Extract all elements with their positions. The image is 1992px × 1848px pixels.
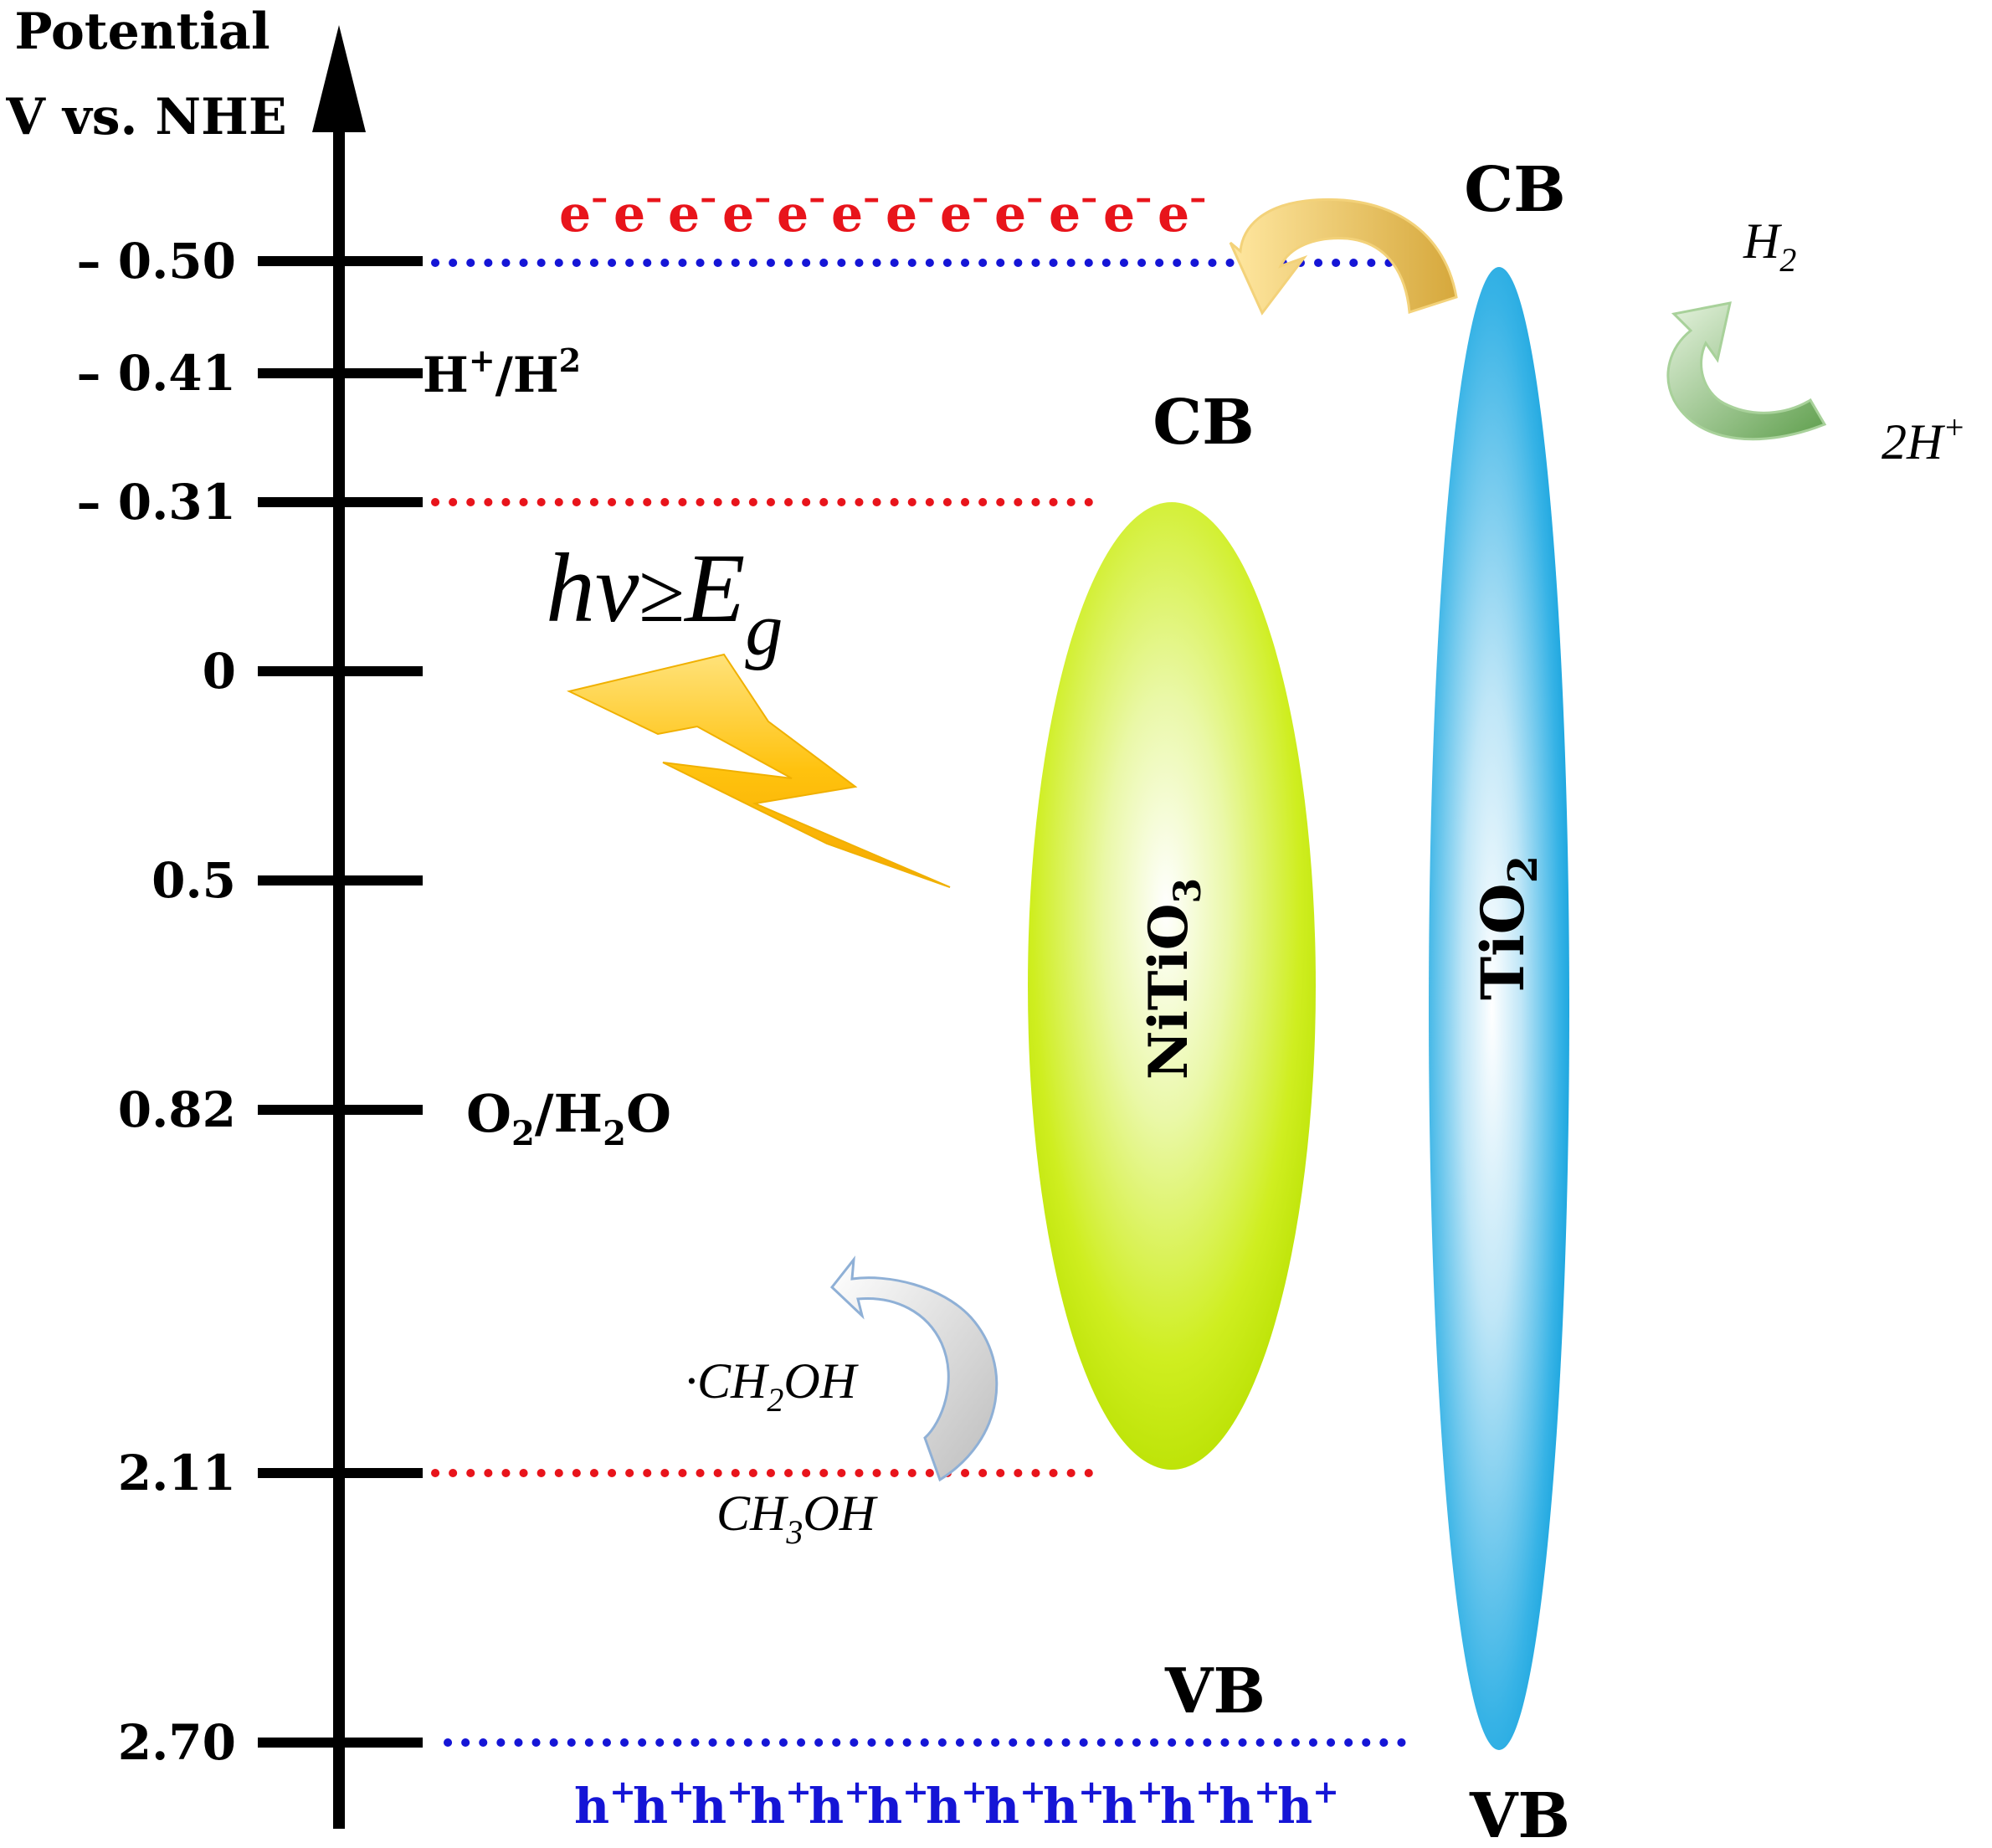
hole: h+ bbox=[984, 1773, 1046, 1835]
hole: h+ bbox=[633, 1773, 695, 1835]
tio2-band-ellipse bbox=[1429, 267, 1569, 1750]
hole: h+ bbox=[1101, 1773, 1163, 1835]
h-redox-label: H+/H2 bbox=[423, 341, 581, 403]
electron: e– bbox=[668, 178, 716, 244]
axis-tick-label: 2.70 bbox=[118, 1714, 236, 1771]
electron: e– bbox=[1158, 178, 1206, 244]
electron: e– bbox=[940, 178, 988, 244]
electron-row: e–e–e–e–e–e–e–e–e–e–e–e– bbox=[559, 178, 1206, 244]
ch2oh-product-label: ·CH2OH bbox=[685, 1353, 860, 1419]
lightning-bolt-icon bbox=[567, 653, 951, 888]
axis-arrowhead bbox=[312, 25, 366, 132]
nitio3-label: NiTiO3 bbox=[1137, 878, 1209, 1080]
hole: h+ bbox=[574, 1773, 636, 1835]
axis-tick-label: 0.82 bbox=[118, 1081, 236, 1138]
potential-axis bbox=[312, 25, 366, 1829]
hole: h+ bbox=[867, 1773, 929, 1835]
axis-tick-label: 0 bbox=[203, 643, 236, 700]
nitio3-band-ellipse bbox=[1028, 502, 1316, 1470]
electron: e– bbox=[831, 178, 880, 244]
hole: h+ bbox=[809, 1773, 870, 1835]
electron: e– bbox=[614, 178, 662, 244]
band-edge-lines bbox=[431, 259, 1406, 1747]
tio2-label: TiO2 bbox=[1468, 855, 1547, 1000]
h2-evolution-arrow-icon bbox=[1666, 301, 1827, 441]
axis-title-line2: V vs. NHE bbox=[5, 88, 286, 146]
hole: h+ bbox=[750, 1773, 812, 1835]
axis-tick-label: – 0.41 bbox=[77, 345, 236, 402]
nitio3-cb-label: CB bbox=[1153, 387, 1254, 459]
hole-row: h+h+h+h+h+h+h+h+h+h+h+h+h+ bbox=[574, 1773, 1339, 1835]
axis-ticks: – 0.50 – 0.41 – 0.31 0 0.5 0.82 2.11 2.70 bbox=[77, 233, 423, 1771]
axis-tick-label: 2.11 bbox=[118, 1445, 236, 1502]
hole: h+ bbox=[1160, 1773, 1222, 1835]
o-redox-label: O2/H2O bbox=[466, 1083, 671, 1153]
h-plus-reactant-label: 2H+ bbox=[1882, 408, 1965, 470]
electron: e– bbox=[886, 178, 934, 244]
electron: e– bbox=[1049, 178, 1097, 244]
h2-product-label: H2 bbox=[1743, 213, 1796, 279]
axis-tick-label: – 0.50 bbox=[77, 233, 236, 290]
electron-transfer-arrow-icon bbox=[1229, 198, 1458, 316]
hole: h+ bbox=[926, 1773, 988, 1835]
hole: h+ bbox=[691, 1773, 753, 1835]
tio2-cb-label: CB bbox=[1464, 154, 1565, 226]
axis-tick-label: 0.5 bbox=[151, 852, 236, 909]
hole: h+ bbox=[1043, 1773, 1105, 1835]
electron: e– bbox=[722, 178, 771, 244]
nitio3-vb-label: VB bbox=[1164, 1656, 1266, 1727]
hole: h+ bbox=[1277, 1773, 1339, 1835]
electron: e– bbox=[777, 178, 825, 244]
methanol-oxidation-arrow-icon bbox=[829, 1255, 999, 1482]
electron: e– bbox=[994, 178, 1043, 244]
axis-tick-label: – 0.31 bbox=[77, 474, 236, 531]
electron: e– bbox=[559, 178, 608, 244]
hole: h+ bbox=[1219, 1773, 1281, 1835]
ch3oh-reactant-label: CH3OH bbox=[716, 1486, 879, 1551]
photon-energy-label: hv≥Eg bbox=[546, 533, 783, 671]
electron: e– bbox=[1103, 178, 1152, 244]
axis-title-line1: Potential bbox=[14, 3, 270, 61]
tio2-vb-label: VB bbox=[1469, 1780, 1570, 1848]
